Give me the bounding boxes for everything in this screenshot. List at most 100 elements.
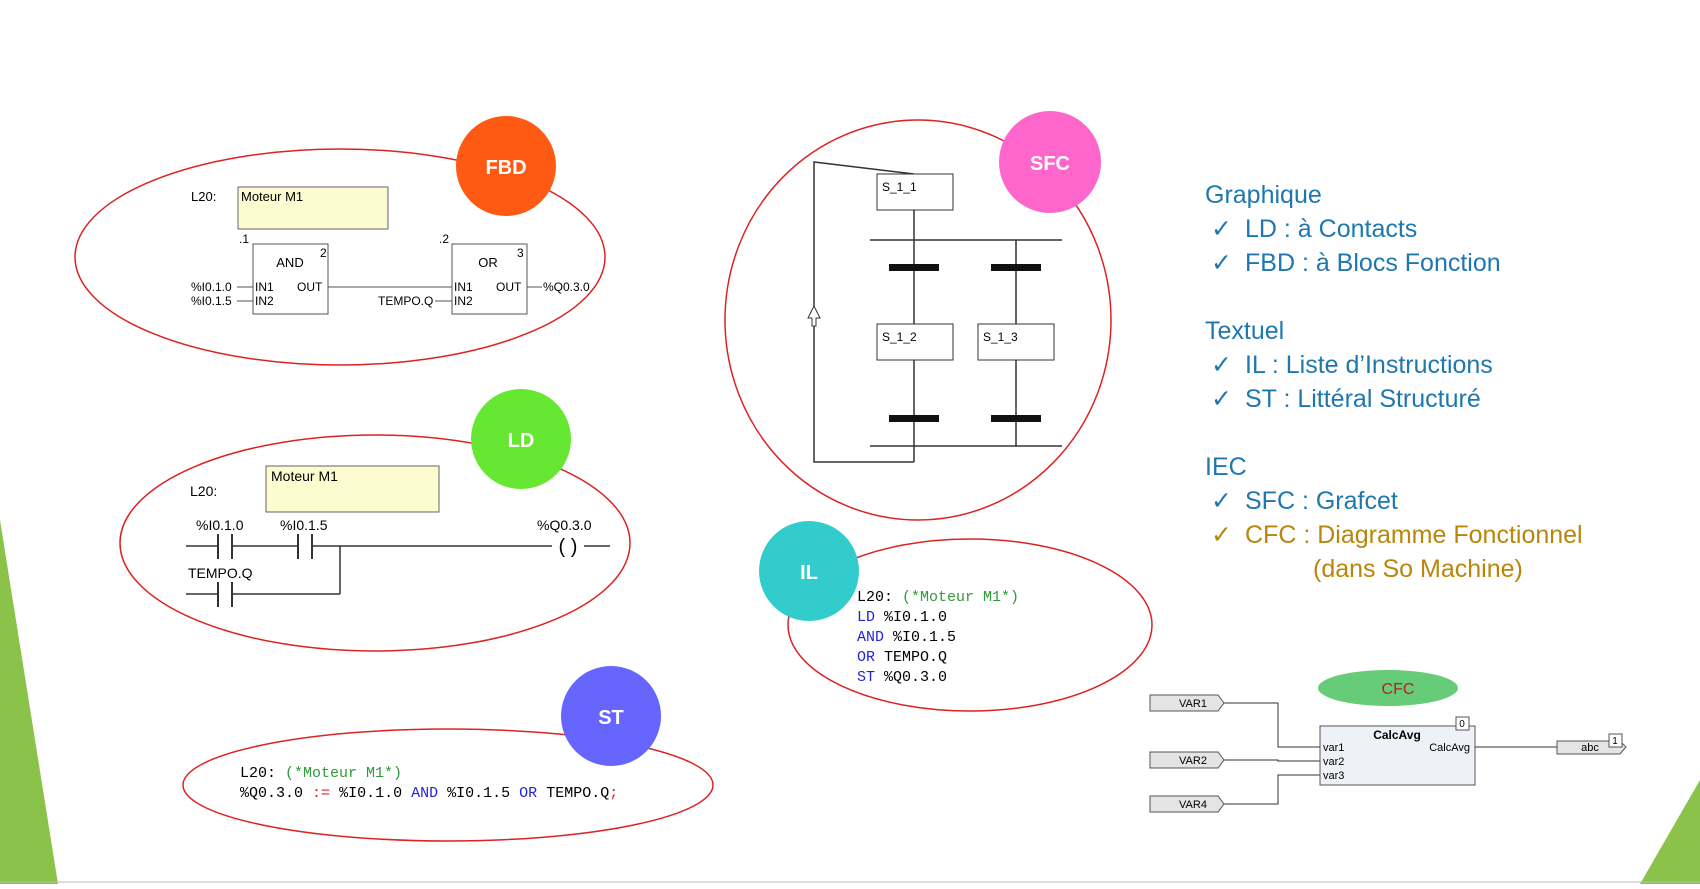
check-icon: ✓: [1211, 521, 1232, 549]
st-semicolon: ;: [609, 785, 618, 802]
ld-badge: [471, 389, 571, 489]
language-list-panel: Graphique ✓ LD : à Contacts ✓ FBD : à Bloc…: [1205, 178, 1685, 586]
cfc-input-1: [1149, 694, 1225, 712]
fbd-or-in1: IN1: [454, 280, 473, 294]
il-badge: [759, 521, 859, 621]
cfc-block-id-box: [1455, 716, 1470, 731]
sfc-badge: [999, 111, 1101, 213]
sfc-transition-4: [991, 415, 1041, 422]
fbd-and-id: 2: [320, 246, 327, 260]
cfc-out-pin: CalcAvg: [1429, 742, 1470, 754]
item-fbd: ✓ FBD : à Blocs Fonction: [1205, 246, 1685, 280]
cfc-input-2-label: VAR2: [1179, 755, 1207, 767]
item-ld: ✓ LD : à Contacts: [1205, 212, 1685, 246]
sfc-transition-1: [889, 264, 939, 271]
sfc-ellipse: [724, 119, 1112, 521]
ld-coil: ( ): [559, 536, 578, 558]
ld-contact2-label: %I0.1.5: [280, 517, 328, 533]
ld-rung-label: L20:: [190, 483, 217, 499]
cfc-wire-3: [1224, 774, 1320, 805]
st-op-or: OR: [519, 785, 537, 802]
corner-decoration-right: [1640, 780, 1700, 884]
fbd-or-block: [451, 243, 528, 315]
fbd-badge-label: FBD: [485, 157, 526, 179]
check-icon: ✓: [1211, 215, 1232, 243]
fbd-ellipse: [74, 148, 606, 366]
item-st-label: ST : Littéral Structuré: [1245, 385, 1481, 413]
fbd-or-id: 3: [517, 246, 524, 260]
ld-contact3-label: TEMPO.Q: [188, 565, 253, 581]
check-icon: ✓: [1211, 385, 1232, 413]
fbd-comment: Moteur M1: [241, 189, 303, 204]
sfc-step-1: [876, 173, 954, 211]
il-header: L20: (*Moteur M1*): [857, 589, 1019, 606]
st-var-a: %I0.1.0: [339, 785, 402, 802]
il-ellipse: [787, 538, 1153, 712]
sfc-step-1-label: S_1_1: [882, 180, 917, 194]
il-group: IL L20: (*Moteur M1*) LD %I0.1.0 AND %I0…: [759, 521, 1153, 712]
il-line-3: OR TEMPO.Q: [857, 649, 947, 666]
ld-ellipse: [119, 434, 631, 652]
check-icon: ✓: [1211, 249, 1232, 277]
ld-comment-box: [265, 465, 440, 513]
sfc-step-2-label: S_1_2: [882, 330, 917, 344]
sfc-badge-label: SFC: [1030, 153, 1070, 175]
cfc-input-3-label: VAR4: [1179, 799, 1207, 811]
fbd-and-in2: IN2: [255, 294, 274, 308]
fbd-comment-box: [237, 186, 389, 230]
item-ld-label: LD : à Contacts: [1245, 215, 1418, 243]
fbd-and-in1: IN1: [255, 280, 274, 294]
group-graphique: Graphique: [1205, 181, 1322, 209]
st-badge-label: ST: [598, 707, 624, 729]
item-sfc-label: SFC : Grafcet: [1245, 487, 1398, 515]
st-badge: [561, 666, 661, 766]
fbd-rung-label: L20:: [191, 189, 216, 204]
sfc-up-arrow: [807, 304, 821, 327]
il-arg-3: TEMPO.Q: [884, 649, 947, 666]
il-op-4: ST: [857, 669, 875, 686]
ld-contact1-label: %I0.1.0: [196, 517, 244, 533]
check-icon: ✓: [1211, 487, 1232, 515]
item-cfc: ✓ CFC : Diagramme Fonctionnel: [1205, 518, 1685, 552]
il-op-1: LD: [857, 609, 875, 626]
cfc-badge: [1318, 670, 1458, 706]
corner-decoration-left: [0, 520, 58, 884]
cfc-group: CFC VAR1 VAR2 VAR4 CalcAvg 0 var1 var2 v…: [1149, 670, 1627, 813]
il-comment: (*Moteur M1*): [902, 589, 1019, 606]
fbd-or-in2: IN2: [454, 294, 473, 308]
st-line-2: %Q0.3.0 := %I0.1.0 AND %I0.1.5 OR TEMPO.…: [240, 785, 618, 802]
ld-group: LD L20: Moteur M1 %I0.1.0 %I0.1.5 %Q0.3.…: [119, 389, 631, 652]
ld-coil-label: %Q0.3.0: [537, 517, 592, 533]
st-line-1: L20: (*Moteur M1*): [240, 765, 402, 782]
ld-badge-label: LD: [508, 430, 535, 452]
item-il: ✓IL : Liste d’Instructions: [1205, 348, 1685, 382]
il-arg-1: %I0.1.0: [884, 609, 947, 626]
st-rung-label: L20:: [240, 765, 276, 782]
fbd-badge: [456, 116, 556, 216]
il-badge-label: IL: [800, 562, 818, 584]
st-assign: :=: [312, 785, 330, 802]
sfc-group: SFC S_1_1 S_1_2 S_1_3: [724, 111, 1112, 521]
cfc-badge-label: CFC: [1382, 681, 1415, 698]
il-op-3: OR: [857, 649, 875, 666]
item-sfc: ✓ SFC : Grafcet: [1205, 484, 1685, 518]
fbd-or-name: OR: [478, 255, 498, 270]
item-cfc-continuation: (dans So Machine): [1313, 555, 1523, 583]
sfc-step-2: [876, 323, 954, 361]
item-fbd-label: FBD : à Blocs Fonction: [1245, 249, 1501, 277]
item-cfc-label: CFC : Diagramme Fonctionnel: [1245, 521, 1583, 549]
check-icon: ✓: [1211, 351, 1232, 379]
st-var-b: %I0.1.5: [447, 785, 510, 802]
fbd-var-a: %I0.1.0: [191, 280, 232, 294]
st-op-and: AND: [411, 785, 438, 802]
cfc-input-2: [1149, 751, 1225, 769]
st-ellipse: [182, 728, 714, 842]
cfc-block: [1319, 725, 1476, 786]
fbd-var-c: TEMPO.Q: [378, 294, 433, 308]
group-textuel: Textuel: [1205, 317, 1285, 345]
st-group: ST L20: (*Moteur M1*) %Q0.3.0 := %I0.1.0…: [182, 666, 714, 842]
fbd-and-block: [252, 243, 329, 315]
il-line-1: LD %I0.1.0: [857, 609, 947, 626]
sfc-transition-3: [889, 415, 939, 422]
